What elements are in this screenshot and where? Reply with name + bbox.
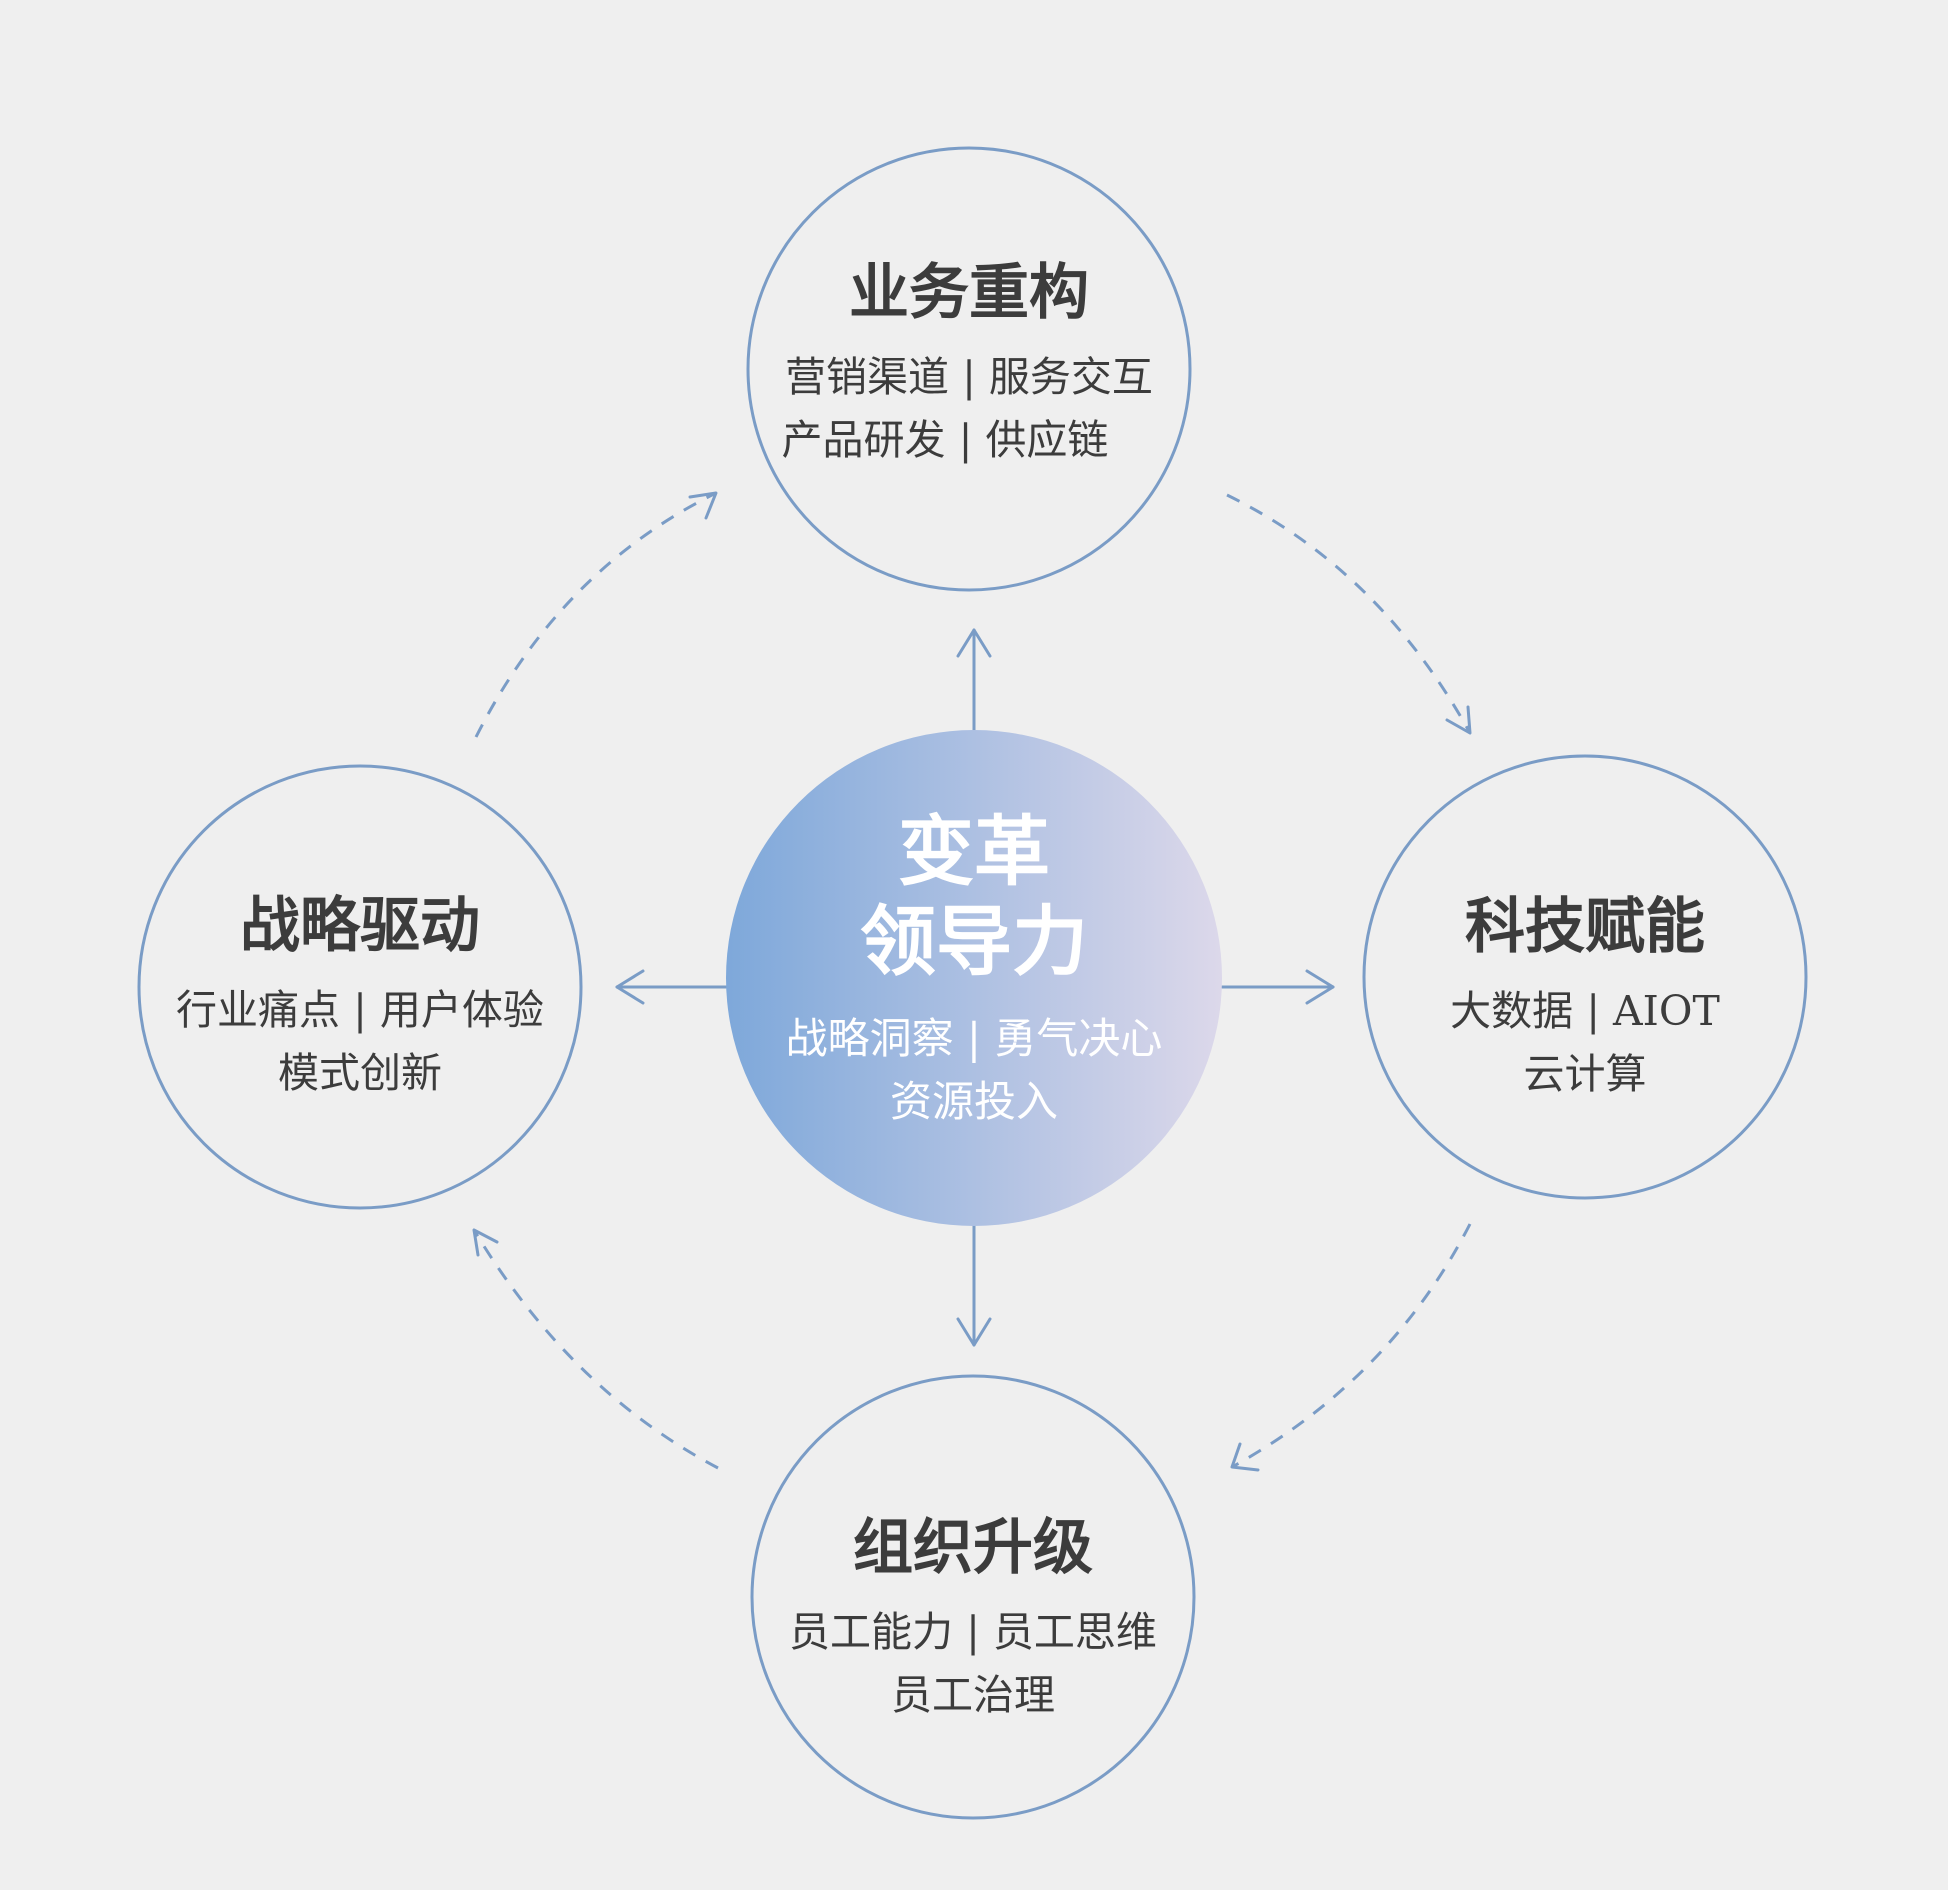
node-top-circle [746, 146, 1192, 592]
node-left-line-1: 行业痛点 | 用户体验 [176, 986, 544, 1034]
node-right-line-2: 云计算 [1524, 1050, 1647, 1098]
center-line-1: 战略洞察 | 勇气决心 [786, 1014, 1163, 1063]
arc-left-to-top [474, 491, 717, 738]
node-right: 科技赋能 大数据 | AIOT 云计算 [1362, 754, 1808, 1200]
node-bottom: 组织升级 员工能力 | 员工思维 员工治理 [750, 1374, 1196, 1820]
arc-arrowheads [472, 491, 1472, 1472]
center-line-2: 资源投入 [890, 1077, 1058, 1126]
arc-bottom-to-left [472, 1229, 719, 1470]
node-top: 业务重构 营销渠道 | 服务交互 产品研发 | 供应链 [746, 146, 1192, 592]
node-right-line-1: 大数据 | AIOT [1450, 987, 1720, 1035]
arrowhead-bottom-left-icon [472, 1228, 499, 1257]
arrow-right-icon [1305, 969, 1335, 1005]
node-bottom-circle [750, 1374, 1196, 1820]
node-top-line-1: 营销渠道 | 服务交互 [785, 353, 1153, 401]
center-arrows [615, 628, 1335, 1347]
arc-right-to-bottom [1231, 1223, 1472, 1469]
center-title-line-1: 变革 [898, 807, 1050, 896]
arrow-left-icon [615, 969, 645, 1005]
arrowhead-top-left-icon [688, 491, 718, 520]
arrowhead-bottom-right-icon [1230, 1442, 1260, 1472]
arrow-up-icon [956, 628, 992, 658]
center-circle [726, 730, 1222, 1226]
center-node: 变革 领导力 战略洞察 | 勇气决心 资源投入 [726, 730, 1222, 1226]
node-left: 战略驱动 行业痛点 | 用户体验 模式创新 [137, 764, 583, 1210]
arrowhead-top-right-icon [1445, 705, 1472, 735]
cycle-arcs [472, 491, 1472, 1470]
arrow-down-icon [956, 1317, 992, 1347]
node-bottom-line-2: 员工治理 [891, 1671, 1055, 1719]
node-top-title: 业务重构 [849, 258, 1089, 328]
node-left-title: 战略驱动 [240, 891, 480, 961]
node-left-line-2: 模式创新 [278, 1049, 442, 1097]
node-right-circle [1362, 754, 1808, 1200]
node-left-circle [137, 764, 583, 1210]
node-bottom-title: 组织升级 [853, 1513, 1093, 1583]
node-right-title: 科技赋能 [1465, 892, 1705, 962]
node-top-line-2: 产品研发 | 供应链 [782, 416, 1109, 464]
center-title-line-2: 领导力 [860, 897, 1088, 986]
node-bottom-line-1: 员工能力 | 员工思维 [789, 1608, 1157, 1656]
arc-top-to-right [1226, 493, 1472, 734]
